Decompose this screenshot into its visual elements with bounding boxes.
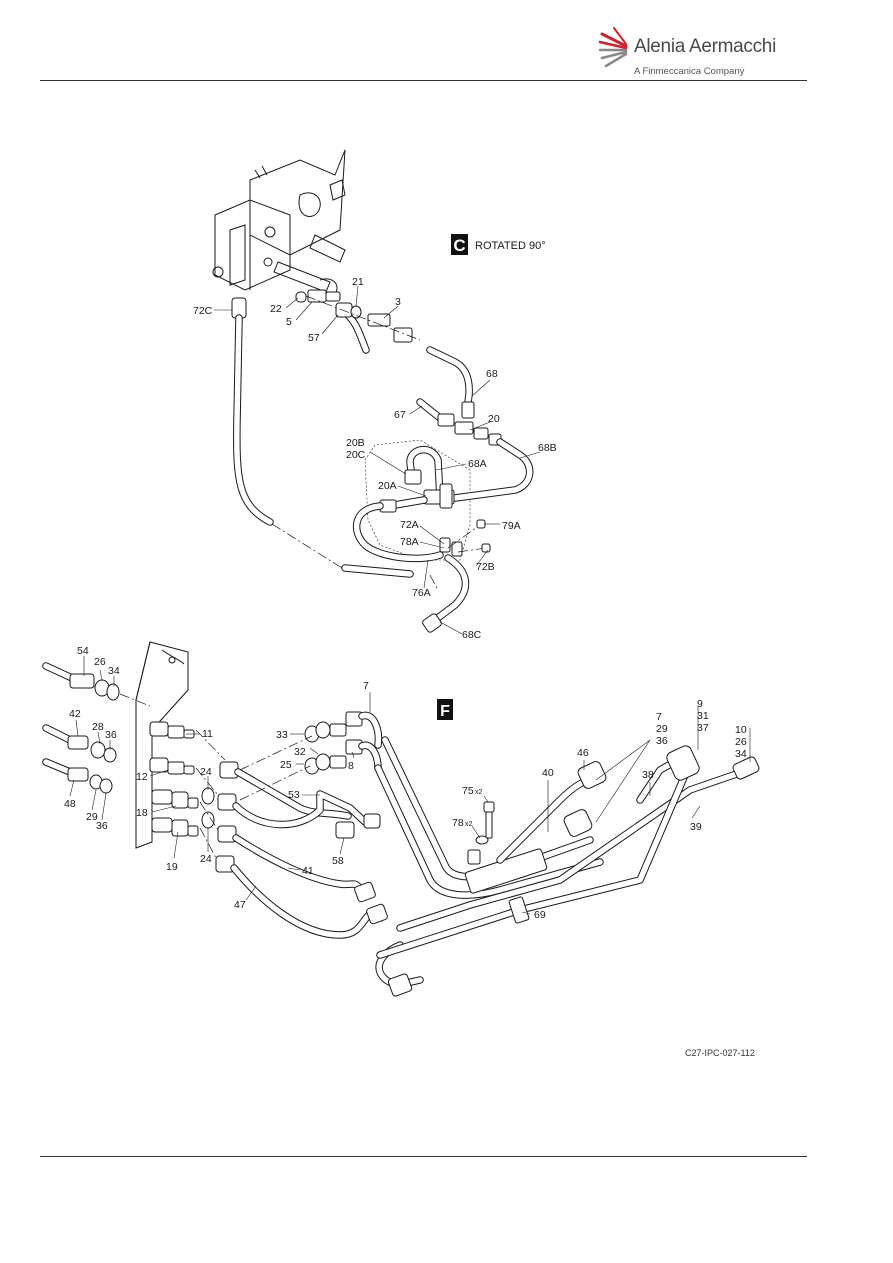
callout: 22	[270, 303, 282, 315]
view-c-assembly: C ROTATED 90° 72C 22	[193, 149, 557, 641]
pipe-72c	[231, 297, 414, 578]
callout: 68	[486, 368, 498, 380]
clamp-group	[439, 519, 491, 557]
callout: 79A	[502, 520, 521, 532]
callout: 72C	[193, 305, 213, 317]
callout: 20C	[346, 449, 366, 461]
view-f-callouts: 54 26 34 42 28 36 48 29 36 11 12 18 19 2…	[64, 645, 747, 921]
callout: 20B	[346, 437, 365, 449]
view-c-callouts: 72C 22 5 57 21 3 68 67 20 68B 20B 20C 68…	[193, 276, 557, 641]
callout: 42	[69, 708, 81, 720]
callout: 78A	[400, 536, 419, 548]
callout: 7	[656, 711, 662, 723]
callout: 78	[452, 817, 464, 829]
callout: 41	[302, 865, 314, 877]
callout: 68B	[538, 442, 557, 454]
view-c-leaders	[214, 285, 541, 635]
callout: 28	[92, 721, 104, 733]
brand-name: Alenia Aermacchi	[634, 36, 776, 57]
callout: 21	[352, 276, 364, 288]
callout: 46	[577, 747, 589, 759]
callout-qty: x2	[475, 789, 483, 796]
callout: 67	[394, 409, 406, 421]
pipe-68a	[352, 446, 455, 563]
callout: 9	[697, 698, 703, 710]
callout: 36	[105, 729, 117, 741]
callout: 36	[96, 820, 108, 832]
callout: 76A	[412, 587, 431, 599]
bracket-plate	[135, 641, 189, 849]
logo-swoosh-icon	[598, 27, 628, 68]
callout: 18	[136, 807, 148, 819]
callout: 10	[735, 724, 747, 736]
pipe-68c	[422, 554, 470, 633]
callout: 39	[690, 821, 702, 833]
callout: 20	[488, 413, 500, 425]
pipe-bundle-right	[496, 745, 760, 864]
callout: 53	[288, 789, 300, 801]
callout: 75	[462, 785, 474, 797]
brand-tagline: A Finmeccanica Company	[634, 66, 745, 77]
callout: 20A	[378, 480, 397, 492]
company-logo: Alenia Aermacchi A Finmeccanica Company	[596, 24, 816, 80]
callout: 72A	[400, 519, 419, 531]
callout: 29	[656, 723, 668, 735]
callout-qty: x2	[465, 821, 473, 828]
callout: 48	[64, 798, 76, 810]
callout: 31	[697, 710, 709, 722]
view-f-leaders	[69, 656, 751, 915]
callout: 34	[108, 665, 120, 677]
callout: 24	[200, 766, 212, 778]
callout: 32	[294, 746, 306, 758]
callout: 29	[86, 811, 98, 823]
callout: 19	[166, 861, 178, 873]
callout: 68C	[462, 629, 482, 641]
loose-fittings	[42, 662, 151, 794]
callout: 58	[332, 855, 344, 867]
bulkhead-unions	[149, 721, 215, 837]
equipment-block	[212, 149, 346, 293]
callout: 8	[348, 760, 354, 772]
callout: 36	[656, 735, 668, 747]
view-c-badge-letter: C	[453, 236, 465, 255]
callout: 47	[234, 899, 246, 911]
callout: 3	[395, 296, 401, 308]
view-c-badge	[451, 234, 468, 255]
callout: 40	[542, 767, 554, 779]
view-f-badge-letter: F	[440, 703, 450, 720]
callout: 11	[202, 728, 213, 740]
callout: 33	[276, 729, 288, 741]
pipe-68b	[451, 438, 534, 502]
view-c-caption: ROTATED 90°	[475, 240, 546, 252]
callout: 25	[280, 759, 292, 771]
callout: 38	[642, 769, 654, 781]
callout: 12	[136, 771, 148, 783]
manifold-69	[374, 736, 752, 997]
callout: 69	[534, 909, 546, 921]
connector-stack	[295, 289, 421, 354]
callout: 5	[286, 316, 292, 328]
header-rule	[40, 80, 807, 81]
callout: 26	[94, 656, 106, 668]
callout: 68A	[468, 458, 487, 470]
bolt-75	[475, 801, 495, 845]
callout: 57	[308, 332, 320, 344]
pipe-bundle-left	[195, 729, 388, 939]
callout: 26	[735, 736, 747, 748]
callout: 54	[77, 645, 89, 657]
callout: 24	[200, 853, 212, 865]
callout: 72B	[476, 561, 495, 573]
figure-reference: C27-IPC-027-112	[685, 1048, 755, 1058]
callout: 37	[697, 722, 709, 734]
view-f-assembly: F	[42, 641, 760, 997]
view-f-badge	[437, 699, 453, 720]
pipe-68	[426, 346, 475, 419]
footer-rule	[40, 1156, 807, 1157]
callout: 34	[735, 748, 747, 760]
callout: 7	[363, 680, 369, 692]
